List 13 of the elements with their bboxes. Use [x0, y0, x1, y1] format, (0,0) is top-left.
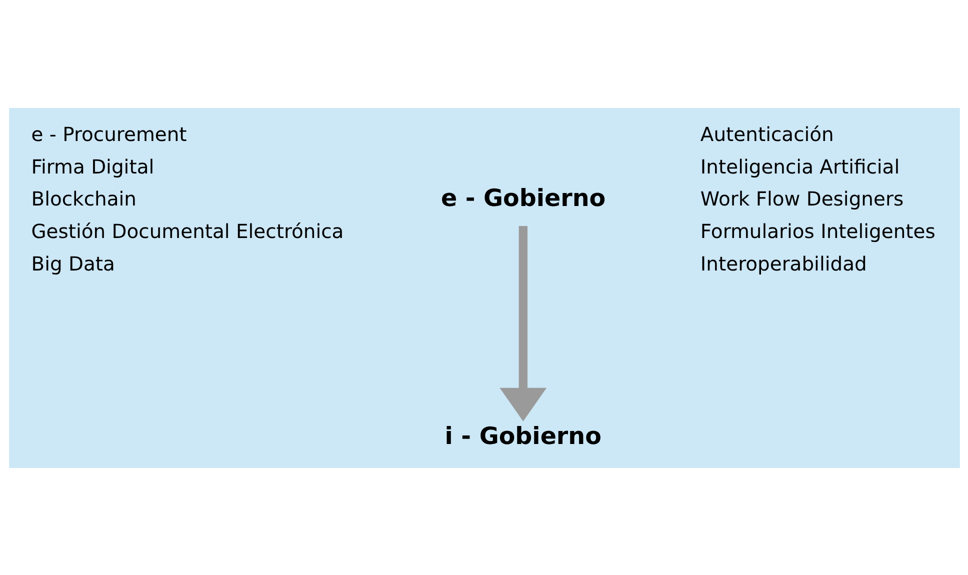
label: Autenticación — [700, 122, 834, 146]
label: Big Data — [30, 252, 114, 276]
node-text: e - Gobierno — [440, 183, 606, 212]
label: Work Flow Designers — [700, 187, 904, 210]
label: e - Procurement — [30, 122, 186, 146]
label: Formularios Inteligentes — [700, 220, 935, 243]
label: Firma Digital — [30, 154, 154, 178]
label: Blockchain — [30, 187, 136, 210]
node-text: i - Gobierno — [444, 421, 601, 450]
label: Inteligencia Artificial — [700, 154, 900, 178]
label: Interoperabilidad — [700, 252, 866, 276]
label: Gestión Documental Electrónica — [30, 220, 344, 243]
arrow — [499, 225, 546, 421]
